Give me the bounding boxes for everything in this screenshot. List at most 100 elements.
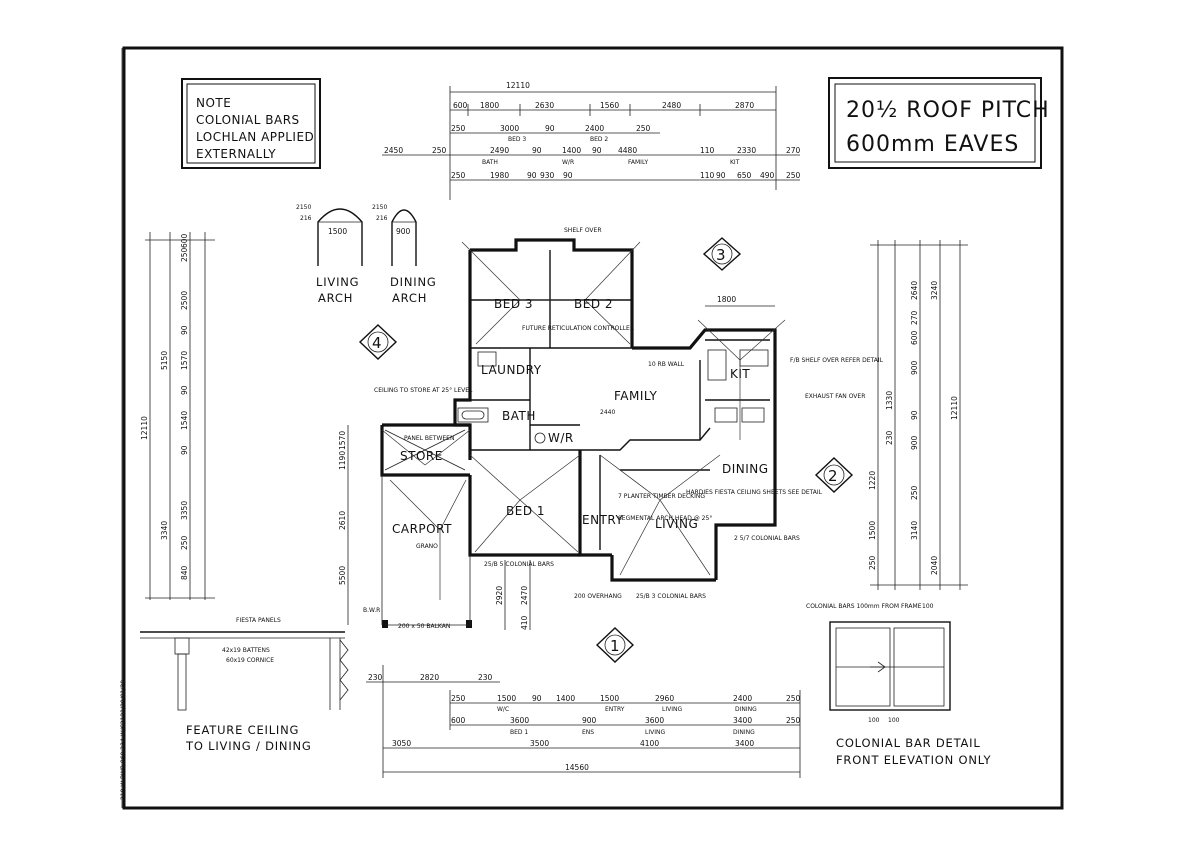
dim: 230 <box>478 673 493 682</box>
arch-details: 1500 900 2150 216 2150 216 LIVING ARCH D… <box>296 204 436 305</box>
dim: 900 <box>910 435 919 450</box>
room-labels: BED 3 BED 2 LAUNDRY BATH W/R FAMILY KIT … <box>392 297 768 536</box>
arch-dim: 216 <box>376 215 388 222</box>
svg-text:3: 3 <box>716 246 726 264</box>
dim: 2470 <box>520 586 529 605</box>
dim: 2610 <box>338 511 347 530</box>
annotation: 7 PLANTER TIMBER DECKING <box>618 493 705 500</box>
dim: 250 <box>636 124 651 133</box>
annotation: 2440 <box>600 409 615 416</box>
dim: 2400 <box>585 124 604 133</box>
dim: 3400 <box>735 739 754 748</box>
svg-text:2: 2 <box>828 467 838 485</box>
colonial-detail-subtitle: FRONT ELEVATION ONLY <box>836 753 991 767</box>
dim: 3400 <box>733 716 752 725</box>
annotation: GRANO <box>416 543 438 550</box>
dim: 100 <box>888 717 900 724</box>
room-bed1: BED 1 <box>506 504 545 518</box>
annotation: 200 x 50 BALKAN <box>398 623 450 630</box>
dim: 1330 <box>885 391 894 410</box>
side-code: 219-W-BWR 860 234 W/C2121/20/01/30 <box>120 680 127 800</box>
wc <box>534 432 546 444</box>
dim: 230 <box>885 430 894 445</box>
dim: 250 <box>432 146 447 155</box>
elevation-marker-1: 1 <box>595 627 635 663</box>
dim: 270 <box>786 146 801 155</box>
dim: 650 <box>737 171 752 180</box>
dim: 600 <box>453 101 468 110</box>
dim: 600 <box>180 233 189 248</box>
dim: 250 <box>180 535 189 550</box>
dim: 90 <box>180 325 189 335</box>
dim: 90 <box>180 385 189 395</box>
right-dimensions: 12110 3240 2640 270 600 900 1330 90 230 … <box>868 240 968 590</box>
feature-ceiling-title: FEATURE CEILING <box>186 723 299 737</box>
dim: 1220 <box>868 471 877 490</box>
note-line-3: EXTERNALLY <box>196 147 276 161</box>
annotation: SHELF OVER <box>564 227 602 234</box>
note-line-1: COLONIAL BARS <box>196 113 300 127</box>
dim: 1190 <box>338 451 347 470</box>
dim: 110 <box>700 146 715 155</box>
annotation: 200 OVERHANG <box>574 593 622 600</box>
room-bath: BATH <box>502 409 536 423</box>
dim: 270 <box>910 310 919 325</box>
dim: 600 <box>451 716 466 725</box>
dim-label: ENTRY <box>605 706 625 713</box>
dim: 4100 <box>640 739 659 748</box>
dim: 230 <box>368 673 383 682</box>
roof-hip-lines <box>381 241 786 600</box>
dim: 2450 <box>384 146 403 155</box>
dishwasher <box>714 407 738 423</box>
room-laundry: LAUNDRY <box>481 363 542 377</box>
dim-top-overall: 12110 <box>506 81 530 90</box>
dim: 250 <box>868 555 877 570</box>
note-line-2: LOCHLAN APPLIED <box>196 130 314 144</box>
room-bed3: BED 3 <box>494 297 533 311</box>
dim: 2960 <box>655 694 674 703</box>
colonial-bar-detail: COLONIAL BARS 100mm FROM FRAME 100 100 1… <box>806 603 991 767</box>
room-store: STORE <box>400 449 443 463</box>
dim: 90 <box>910 410 919 420</box>
arch-dim: 2150 <box>372 204 387 211</box>
roof-pitch-box: 20½ ROOF PITCH 600mm EAVES <box>828 77 1050 169</box>
room-carport: CARPORT <box>392 522 452 536</box>
dim-label: W/C <box>497 706 509 713</box>
dim: 2490 <box>490 146 509 155</box>
room-living: LIVING <box>655 517 698 531</box>
dim: 110 <box>700 171 715 180</box>
colonial-detail-title: COLONIAL BAR DETAIL <box>836 736 981 750</box>
dim: 1500 <box>600 694 619 703</box>
annotation: EXHAUST FAN OVER <box>805 393 865 400</box>
dim: 2920 <box>495 586 504 605</box>
dim-label: ENS <box>582 729 594 736</box>
dim: 90 <box>716 171 726 180</box>
bath-tub <box>457 407 489 423</box>
note-box: NOTE COLONIAL BARS LOCHLAN APPLIED EXTER… <box>181 78 321 169</box>
feature-ceiling-detail: FIESTA PANELS 42x19 BATTENS 60x19 CORNIC… <box>140 617 349 753</box>
dining-arch-width: 900 <box>396 227 411 236</box>
dim: 2870 <box>735 101 754 110</box>
fridge <box>707 349 727 381</box>
dining-arch-sketch <box>391 209 417 266</box>
annotation: 60x19 CORNICE <box>226 657 274 664</box>
dim: 1500 <box>868 521 877 540</box>
dim: 2040 <box>930 556 939 575</box>
dim: 250 <box>451 694 466 703</box>
dim: 5150 <box>160 351 169 370</box>
annotation: HARDIES FIESTA CEILING SHEETS SEE DETAIL <box>686 489 823 496</box>
dim: 3240 <box>930 281 939 300</box>
dim: 3600 <box>645 716 664 725</box>
dim: 2640 <box>910 281 919 300</box>
roof-pitch-text: 20½ ROOF PITCH <box>846 98 1050 123</box>
dim-label: DINING <box>733 729 755 736</box>
dim: 90 <box>592 146 602 155</box>
dim: 2480 <box>662 101 681 110</box>
note-title: NOTE <box>196 96 231 110</box>
living-arch-sketch <box>317 208 363 266</box>
feature-ceiling-subtitle: TO LIVING / DINING <box>185 739 312 753</box>
room-wir: W/R <box>548 431 574 445</box>
arch-dim: 216 <box>300 215 312 222</box>
dim: 250 <box>786 171 801 180</box>
dim-label: DINING <box>735 706 757 713</box>
